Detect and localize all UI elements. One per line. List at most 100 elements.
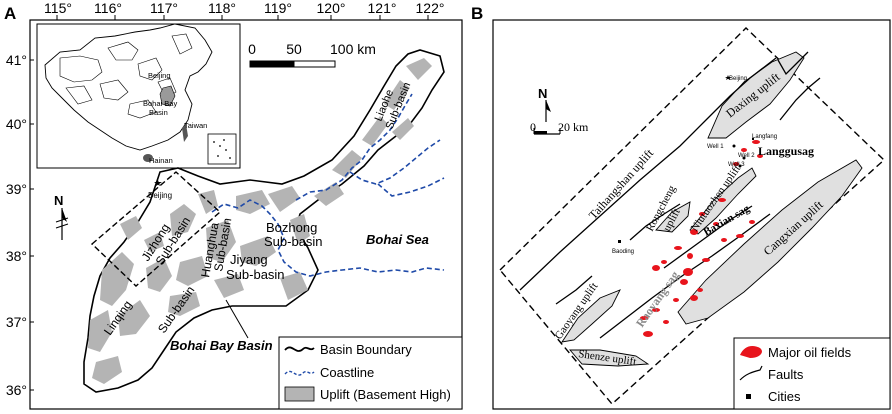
lat-tick-label: 36° <box>6 382 27 398</box>
oil-field <box>690 229 698 235</box>
beijing-star <box>154 180 162 186</box>
oil-field <box>683 268 693 276</box>
lon-tick-label: 118° <box>208 0 236 16</box>
study-area-box <box>90 171 222 287</box>
inset-map: Beijing Bohai Bay Basin Taiwan Hainan <box>36 23 241 169</box>
legend-item-label: Uplift (Basement High) <box>320 387 451 402</box>
scale-label-b: 0 <box>530 120 536 134</box>
inset-hainan-label: Hainan <box>149 156 173 165</box>
panel-b-study-outline <box>499 27 886 406</box>
bohai-bay-basin-label: Bohai Bay Basin <box>170 338 273 353</box>
lon-tick-label: 119° <box>264 0 292 16</box>
oil-field <box>741 148 747 152</box>
uplift-swatch <box>284 386 315 402</box>
legend-a: Basin Boundary Coastline Uplift (Basemen… <box>278 336 463 410</box>
lat-tick-label: 38° <box>6 248 27 264</box>
north-label: N <box>54 193 63 208</box>
oil-field <box>640 316 648 320</box>
legend-item-label: Coastline <box>320 365 374 380</box>
bozhong-label: Bozhong <box>266 220 317 235</box>
panel-a-letter: A <box>4 4 16 23</box>
fault-line <box>555 275 593 305</box>
scale-label-b: 20 km <box>558 120 589 134</box>
lat-tick-label: 37° <box>6 314 27 330</box>
basin-leader-line <box>225 299 249 339</box>
coastline-swatch <box>284 370 315 376</box>
oil-field <box>673 298 679 302</box>
oil-field <box>697 288 703 292</box>
legend-item-label: Faults <box>768 367 804 382</box>
jiyang-label: Sub-basin <box>226 267 285 282</box>
legend-item-label: Basin Boundary <box>320 342 412 357</box>
fault-line <box>519 57 777 291</box>
lon-tick-label: 122° <box>416 0 445 16</box>
lon-tick-label: 120° <box>317 0 346 16</box>
baoding-city-marker <box>618 240 621 243</box>
lat-tick-label: 41° <box>6 52 27 68</box>
well-1-label: Well 1 <box>707 144 724 150</box>
lat-tick-label: 39° <box>6 181 27 197</box>
oil-field <box>702 258 710 262</box>
coastline-south <box>211 199 445 277</box>
oil-field <box>718 198 726 202</box>
scale-bar-a: 0 50 100 km <box>248 41 376 68</box>
oil-fields <box>640 140 763 337</box>
oil-field <box>643 331 653 337</box>
legend-b: Major oil fields Faults Cities <box>733 337 891 410</box>
oil-field-swatch <box>740 346 762 358</box>
oil-field <box>652 265 660 271</box>
panel-b: B <box>471 4 891 410</box>
baoding-label: Baoding <box>612 249 634 255</box>
oil-field <box>699 212 705 216</box>
oil-field <box>687 253 693 259</box>
lon-tick-label: 115° <box>44 0 72 16</box>
inset-province-lines <box>59 33 193 119</box>
north-arrow-a: N <box>54 193 69 240</box>
lat-ticks: 41° 40° 39° 38° 37° 36° <box>6 52 34 398</box>
oil-field <box>652 308 660 312</box>
oil-field <box>733 162 739 166</box>
beijing-label: Beijing <box>148 191 172 200</box>
city-swatch <box>746 394 751 399</box>
jiyang-label: Jiyang <box>230 252 268 267</box>
oil-field <box>690 295 698 301</box>
oil-field <box>752 140 760 144</box>
coastline-liaodong <box>377 177 445 197</box>
scale-bar-b: 0 20 km <box>530 120 589 135</box>
scale-label: 50 <box>286 41 302 57</box>
inset-bohai-bay-basin <box>159 85 176 107</box>
china-outline <box>44 23 213 151</box>
lon-ticks: 115° 116° 117° 118° 119° 120° 121° 122° <box>44 0 444 20</box>
basin-boundary-swatch <box>284 346 315 352</box>
bohai-sea-label: Bohai Sea <box>366 232 429 247</box>
oil-field <box>713 222 719 226</box>
fault-line <box>629 203 681 241</box>
oil-field <box>721 238 727 242</box>
taiwan-shape <box>182 124 188 142</box>
beijing-label-b: Beijing <box>729 76 747 82</box>
panel-b-letter: B <box>471 4 483 23</box>
fault-line <box>779 77 821 121</box>
lon-tick-label: 121° <box>368 0 397 16</box>
north-label-b: N <box>538 86 547 101</box>
langfang-city-marker <box>752 138 754 140</box>
lon-tick-label: 117° <box>150 0 178 16</box>
beijing-star-b <box>725 75 731 80</box>
oil-field <box>661 260 667 264</box>
well-2-label: Well 2 <box>738 153 755 159</box>
langfang-label: Langfang <box>752 134 777 140</box>
cangxian-uplift <box>677 159 863 325</box>
bozhong-label: Sub-basin <box>264 234 323 249</box>
panel-a: A 115° 116° 117° 118° 119° 120° 121° 122… <box>4 0 463 410</box>
hainan-shape <box>143 154 153 162</box>
fault-line <box>663 205 753 269</box>
shenze-uplift <box>569 349 650 367</box>
coastline-east <box>349 139 441 185</box>
fault-swatch <box>739 365 763 381</box>
coastline-west <box>295 93 413 201</box>
inset-taiwan-label: Taiwan <box>184 121 207 130</box>
inset-bbb-label: Basin <box>149 108 168 117</box>
gaoyang-uplift <box>561 289 621 343</box>
uplift-areas <box>88 58 432 384</box>
